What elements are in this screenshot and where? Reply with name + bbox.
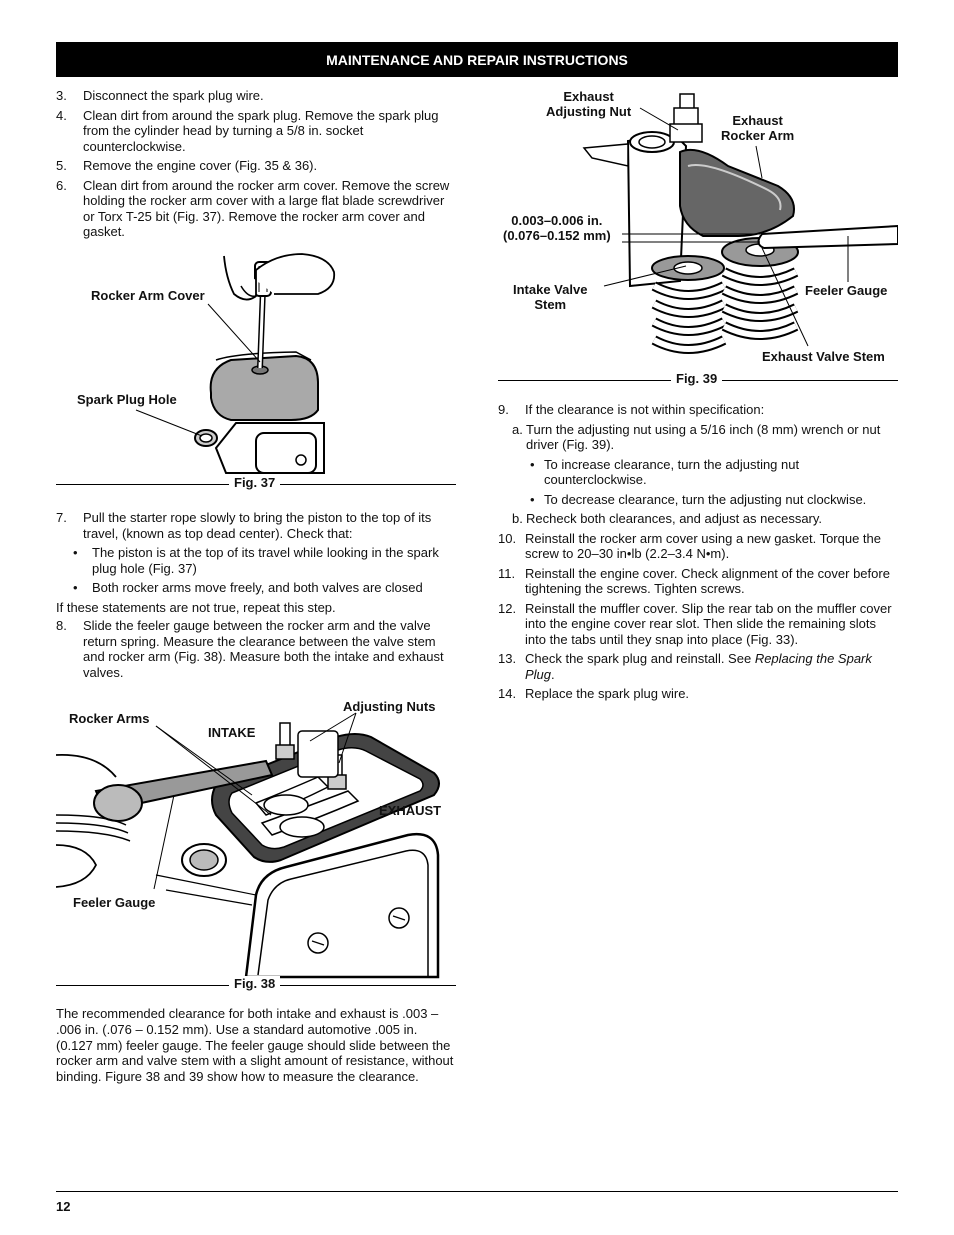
fig38-illustration [56, 712, 440, 979]
callout-feeler-gauge: Feeler Gauge [73, 895, 156, 910]
fig37-caption: Fig. 37 [229, 475, 281, 490]
figure-38: Rocker Arms INTAKE Adjusting Nuts EXHAUS… [56, 695, 456, 985]
step-9: 9.If the clearance is not within specifi… [498, 402, 765, 417]
page-number: 12 [56, 1199, 71, 1214]
step-12: 12.Reinstall the muffler cover. Slip the… [498, 600, 892, 647]
callout-spark-plug-hole: Spark Plug Hole [77, 392, 177, 407]
callout-exhaust: EXHAUST [379, 803, 442, 818]
callout-rocker-arms: Rocker Arms [69, 711, 150, 726]
step-4: 4.Clean dirt from around the spark plug.… [56, 107, 439, 154]
steps-3-to-6: 3.Disconnect the spark plug wire. 4.Clea… [56, 88, 456, 244]
fig37-illustration [135, 253, 336, 474]
link-replacing-spark-plug: Replacing the Spark Plug [525, 651, 872, 682]
section-title: MAINTENANCE AND REPAIR INSTRUCTIONS [326, 51, 628, 68]
step-13: 13.Check the spark plug and reinstall. S… [498, 651, 872, 682]
figure-39: Exhaust Adjusting Nut Exhaust Rocker Arm… [498, 86, 898, 376]
clearance-paragraph: The recommended clearance for both intak… [56, 1006, 454, 1085]
callout-intake: INTAKE [208, 725, 256, 740]
step-7-bullet-2: •Both rocker arms move freely, and both … [73, 580, 423, 595]
callout-exhaust-rocker-arm: Exhaust Rocker Arm [721, 113, 795, 143]
step-6: 6.Clean dirt from around the rocker arm … [56, 177, 450, 240]
step-7-note: If these statements are not true, repeat… [56, 599, 336, 615]
step-3: 3.Disconnect the spark plug wire. [56, 88, 264, 103]
callout-intake-valve-stem: Intake Valve Stem [513, 282, 588, 312]
callout-exhaust-adjusting-nut: Exhaust Adjusting Nut [546, 89, 632, 119]
step-7-bullet-1: •The piston is at the top of its travel … [73, 545, 439, 576]
section-header: MAINTENANCE AND REPAIR INSTRUCTIONS [56, 42, 898, 77]
callout-exhaust-valve-stem: Exhaust Valve Stem [762, 349, 885, 364]
footer-rule [56, 1191, 898, 1192]
callout-clearance: 0.003–0.006 in. (0.076–0.152 mm) [503, 213, 611, 243]
figure-37: Rocker Arm Cover Spark Plug Hole [56, 248, 456, 488]
step-9a-bullet-1: •To increase clearance, turn the adjusti… [530, 456, 800, 488]
step-5: 5.Remove the engine cover (Fig. 35 & 36)… [56, 158, 318, 173]
step-7: 7.Pull the starter rope slowly to bring … [56, 510, 432, 541]
step-10: 10.Reinstall the rocker arm cover using … [498, 530, 881, 562]
fig39-illustration [582, 93, 898, 354]
step-9a: a.Turn the adjusting nut using a 5/16 in… [512, 421, 881, 453]
fig38-caption: Fig. 38 [229, 976, 281, 991]
callout-rocker-arm-cover: Rocker Arm Cover [91, 288, 205, 303]
step-9a-bullet-2: •To decrease clearance, turn the adjusti… [530, 491, 867, 507]
steps-9-to-14: 9.If the clearance is not within specifi… [498, 402, 898, 706]
step-11: 11.Reinstall the engine cover. Check ali… [498, 565, 890, 597]
callout-adjusting-nuts: Adjusting Nuts [343, 699, 436, 714]
step-14: 14.Replace the spark plug wire. [498, 686, 690, 701]
callout-feeler-gauge: Feeler Gauge [805, 283, 888, 298]
step-9b: b.Recheck both clearances, and adjust as… [512, 511, 823, 526]
fig39-caption: Fig. 39 [671, 371, 723, 386]
steps-7-to-8: 7.Pull the starter rope slowly to bring … [56, 510, 456, 684]
step-8: 8.Slide the feeler gauge between the roc… [56, 618, 444, 680]
